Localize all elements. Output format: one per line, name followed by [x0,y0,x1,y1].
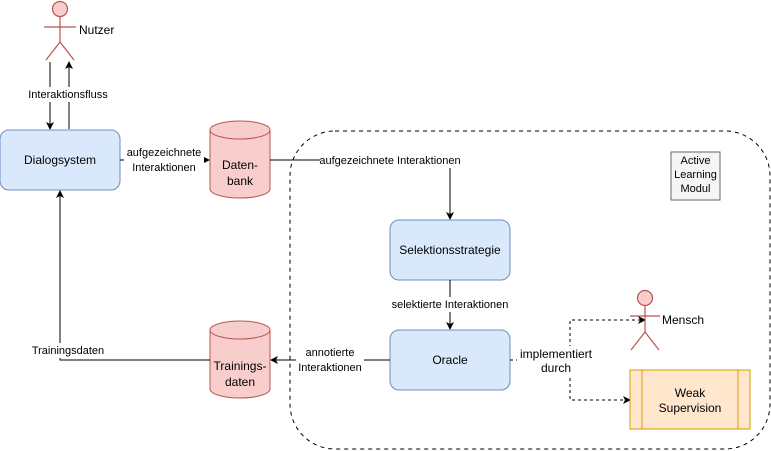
aufgezeichnete-interaktionen-1-line-2: Interaktionen [132,162,196,174]
mensch-label: Mensch [662,313,704,327]
weak-supervision-label-2: Supervision [659,401,722,415]
datenbank-label-2: bank [227,174,254,188]
active-learning-label-3: Modul [681,183,711,195]
aufgezeichnete-interaktionen-1-line-1: aufgezeichnete [127,147,202,159]
active-learning-label-2: Learning [674,169,717,181]
active-learning-modul-note: Active Learning Modul [670,151,721,201]
active-learning-container [289,130,771,450]
interaktionsfluss-label: Interaktionsfluss [28,89,108,101]
selektionsstrategie-label: Selektionsstrategie [399,243,501,257]
trainingsdaten-edge-label: Trainingsdaten [32,345,104,357]
nutzer-actor-icon [44,0,76,61]
edge-trainingsdaten-to-dialogsystem [56,190,210,361]
dialogsystem-label: Dialogsystem [24,153,96,167]
aufgezeichnete-interaktionen-2-label: aufgezeichnete Interaktionen [319,155,460,167]
weak-supervision-node [629,369,751,430]
selektierte-interaktionen-label: selektierte Interaktionen [392,299,509,311]
datenbank-node [209,120,271,199]
weak-supervision-label-1: Weak [675,386,706,400]
trainingsdaten-label-1: Trainings- [214,359,267,373]
implementiert-label-1: implementiert [520,347,593,361]
edge-datenbank-to-selektionsstrategie [270,159,454,220]
datenbank-label-1: Daten- [222,158,258,172]
trainingsdaten-node [209,320,271,399]
nutzer-label: Nutzer [79,23,114,37]
oracle-label: Oracle [432,353,468,367]
annotierte-interaktionen-line-1: annotierte [306,347,355,359]
active-learning-label-1: Active [681,155,711,167]
annotierte-interaktionen-line-2: Interaktionen [298,362,362,374]
mensch-actor-icon [630,289,660,351]
trainingsdaten-label-2: daten [225,375,255,389]
implementiert-label-2: durch [541,361,571,375]
